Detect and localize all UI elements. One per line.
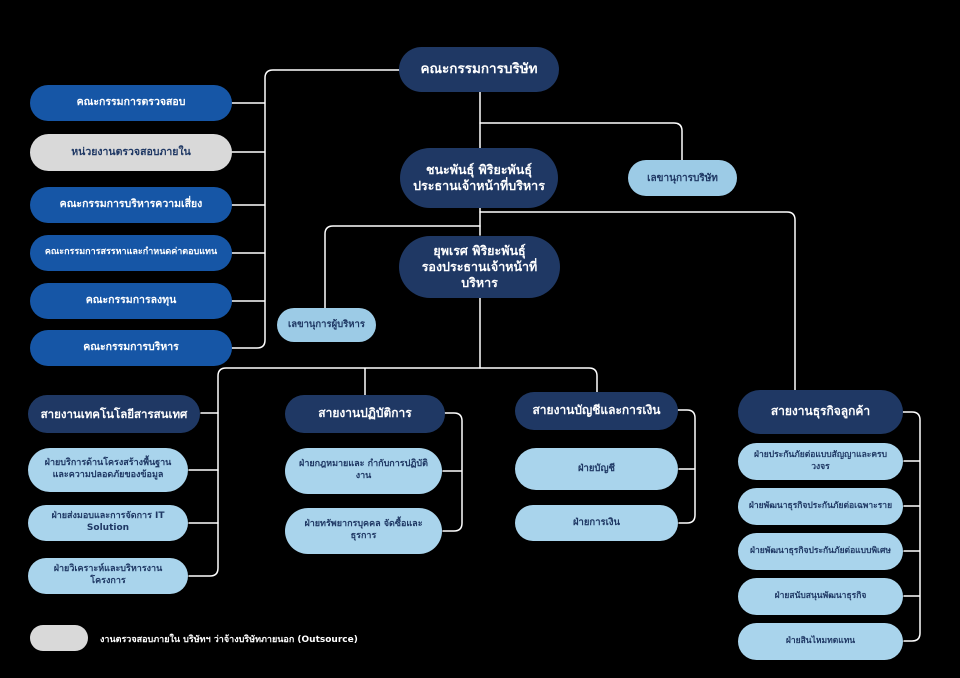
- department-node-business-development-support: ฝ่ายสนับสนุนพัฒนาธุรกิจ: [738, 578, 903, 615]
- connector-executive-secretary: [324, 225, 481, 310]
- board-of-directors-node: คณะกรรมการบริษัท: [399, 47, 559, 92]
- committee-executive-node: คณะกรรมการบริหาร: [30, 330, 232, 366]
- connector-customer-division: [479, 211, 796, 392]
- committee-risk-management-node: คณะกรรมการบริหารความเสี่ยง: [30, 187, 232, 223]
- department-node-it-project-management: ฝ่ายวิเคราะห์และบริหารงานโครงการ: [28, 558, 188, 594]
- deputy-ceo-node: ยุพเรศ พิริยะพันธุ์ รองประธานเจ้าหน้าที่…: [399, 236, 560, 298]
- connector-divisions-row: [188, 367, 598, 577]
- deputy-ceo-name: ยุพเรศ พิริยะพันธุ์: [433, 242, 526, 258]
- committee-audit-node: คณะกรรมการตรวจสอบ: [30, 85, 232, 121]
- connector-board-committees: [231, 69, 401, 349]
- department-node-finance: ฝ่ายการเงิน: [515, 505, 678, 541]
- connector-company-secretary: [479, 122, 683, 162]
- department-node-hr-procurement-admin: ฝ่ายทรัพยากรบุคคล จัดซื้อและธุรการ: [285, 508, 442, 554]
- department-node-it-infrastructure-security: ฝ่ายบริการด้านโครงสร้างพื้นฐาน และความปล…: [28, 448, 188, 492]
- deputy-ceo-title: รองประธานเจ้าหน้าที่บริหาร: [421, 258, 538, 291]
- department-node-special-reinsurance: ฝ่ายพัฒนาธุรกิจประกันภัยต่อแบบพิเศษ: [738, 533, 903, 570]
- ceo-title: ประธานเจ้าหน้าที่บริหาร: [413, 178, 545, 193]
- connector-it-stubs: [188, 412, 219, 524]
- ceo-name: ชนะพันธุ์ พิริยะพันธุ์: [426, 161, 532, 177]
- division-operations-node: สายงานปฏิบัติการ: [285, 395, 445, 433]
- department-node-treaty-reinsurance: ฝ่ายประกันภัยต่อแบบสัญญาและครบวงจร: [738, 443, 903, 480]
- department-node-it-solution-delivery: ฝ่ายส่งมอบและการจัดการ IT Solution: [28, 505, 188, 541]
- department-node-claims: ฝ่ายสินไหมทดแทน: [738, 623, 903, 660]
- connector-customer-trunk: [902, 411, 921, 642]
- legend-note: งานตรวจสอบภายใน บริษัทฯ ว่าจ้างบริษัทภาย…: [100, 635, 358, 645]
- connector-operations-trunk: [442, 412, 463, 532]
- division-accounting-finance-node: สายงานบัญชีและการเงิน: [515, 392, 678, 430]
- committee-nomination-remuneration-node: คณะกรรมการสรรหาและกำหนดค่าตอบแทน: [30, 235, 232, 271]
- department-node-legal-compliance: ฝ่ายกฎหมายและ กำกับการปฏิบัติงาน: [285, 448, 442, 494]
- division-customer-business-node: สายงานธุรกิจลูกค้า: [738, 390, 903, 434]
- department-node-facultative-reinsurance: ฝ่ายพัฒนาธุรกิจประกันภัยต่อเฉพาะราย: [738, 488, 903, 525]
- connector-accounting-trunk: [677, 409, 696, 524]
- company-secretary-node: เลขานุการบริษัท: [628, 160, 737, 196]
- department-node-accounting: ฝ่ายบัญชี: [515, 448, 678, 490]
- internal-audit-unit-node: หน่วยงานตรวจสอบภายใน: [30, 134, 232, 171]
- committee-investment-node: คณะกรรมการลงทุน: [30, 283, 232, 319]
- executive-secretary-node: เลขานุการผู้บริหาร: [277, 308, 376, 342]
- legend-outsource-swatch: [30, 625, 88, 651]
- division-it-node: สายงานเทคโนโลยีสารสนเทศ: [28, 395, 200, 433]
- ceo-node: ชนะพันธุ์ พิริยะพันธุ์ ประธานเจ้าหน้าที่…: [400, 148, 558, 208]
